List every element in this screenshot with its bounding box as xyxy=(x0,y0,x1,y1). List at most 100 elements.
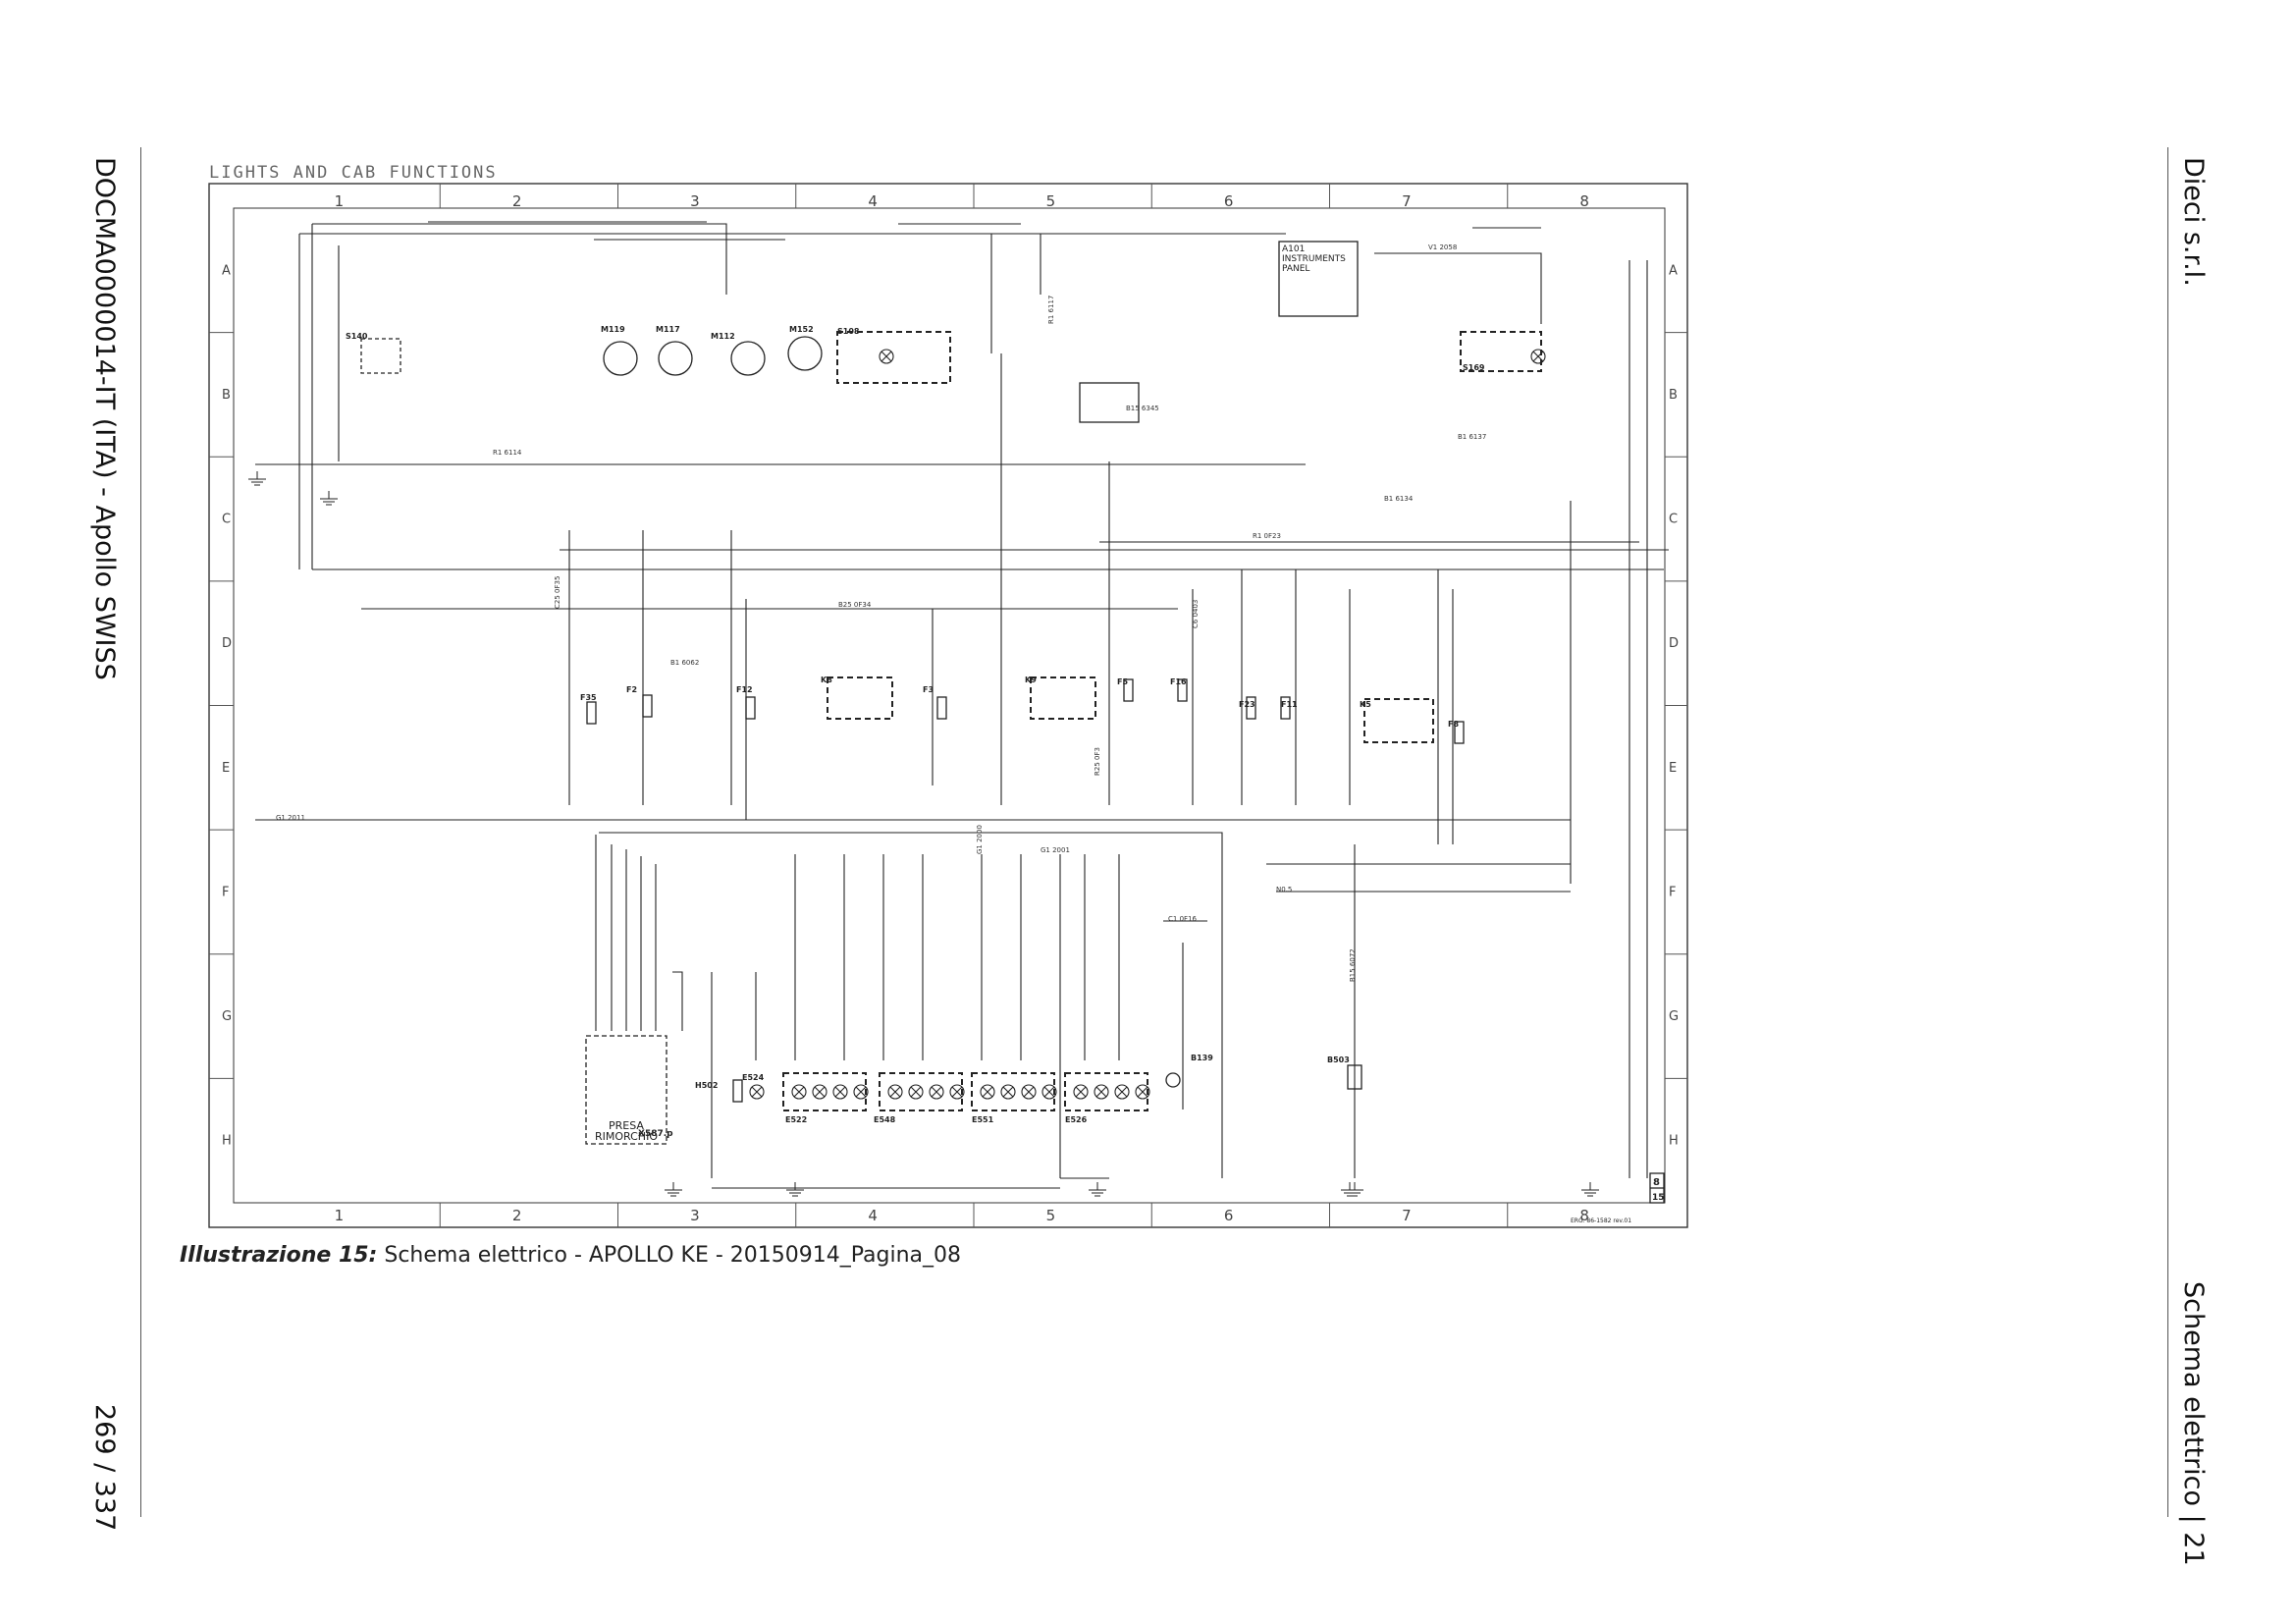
row-label-left: G xyxy=(222,1009,232,1024)
component-label: M112 xyxy=(711,332,735,341)
ground-symbol xyxy=(1341,1182,1359,1197)
wire-label: R1 6117 xyxy=(1047,296,1055,324)
ground-symbol xyxy=(248,471,266,486)
lamp-cross xyxy=(751,1086,763,1098)
caption-label: Illustrazione 15: xyxy=(180,1243,378,1268)
lamp-cross xyxy=(1023,1086,1035,1098)
component-label: E548 xyxy=(874,1115,896,1124)
lamp-cross xyxy=(1137,1086,1148,1098)
column-label-top: 7 xyxy=(1402,192,1412,210)
lamp-symbol xyxy=(929,1084,944,1100)
lamp-symbol xyxy=(980,1084,995,1100)
component-label: M152 xyxy=(789,325,814,334)
component-label: S108 xyxy=(837,327,860,336)
wire-label: B1 6134 xyxy=(1384,495,1414,503)
component-label: M119 xyxy=(601,325,625,334)
row-label-right: F xyxy=(1669,885,1676,899)
component-label: K9 xyxy=(1025,676,1037,684)
component-label: M117 xyxy=(656,325,680,334)
lamp-cross xyxy=(1075,1086,1087,1098)
left-margin-rule xyxy=(140,147,141,1517)
lamp-cross xyxy=(931,1086,942,1098)
lamp-cross xyxy=(793,1086,805,1098)
ground-symbol xyxy=(665,1182,682,1197)
lamp-cross xyxy=(1043,1086,1055,1098)
lamp-cross xyxy=(951,1086,963,1098)
component-label: K5 xyxy=(1360,700,1371,709)
panel-title-2: PANEL xyxy=(1282,264,1309,274)
figure-caption: Illustrazione 15: Schema elettrico - APO… xyxy=(180,1243,961,1268)
row-label-right: G xyxy=(1669,1009,1679,1024)
wire-label: G1 2001 xyxy=(1041,846,1070,854)
lamp-cross xyxy=(814,1086,826,1098)
row-label-left: E xyxy=(222,761,230,776)
wire-label: V1 2058 xyxy=(1428,244,1457,251)
component-label: F12 xyxy=(736,685,753,694)
component-label: F23 xyxy=(1239,700,1255,709)
lamp-symbol xyxy=(1073,1084,1089,1100)
ground-symbol xyxy=(1581,1182,1599,1197)
column-label-bottom: 5 xyxy=(1046,1207,1056,1224)
column-label-bottom: 8 xyxy=(1579,1207,1589,1224)
components xyxy=(360,241,1665,1204)
row-label-right: D xyxy=(1669,636,1679,651)
lamp-cross xyxy=(889,1086,901,1098)
ground-symbol xyxy=(1089,1182,1106,1197)
column-label-bottom: 7 xyxy=(1402,1207,1412,1224)
row-label-right: H xyxy=(1669,1134,1679,1149)
sheet-total: 15 xyxy=(1652,1193,1665,1203)
component-label: E526 xyxy=(1065,1115,1088,1124)
row-label-left: A xyxy=(222,263,231,278)
wiring-lines xyxy=(255,221,1669,1189)
ground-symbol xyxy=(1346,1182,1363,1197)
lamp-symbol xyxy=(791,1084,807,1100)
component-label: K8 xyxy=(821,676,832,684)
wire-label: B1 6137 xyxy=(1458,433,1486,441)
lamp-cross xyxy=(910,1086,922,1098)
caption-text: Schema elettrico - APOLLO KE - 20150914_… xyxy=(377,1243,962,1268)
wire-label: B1 6062 xyxy=(670,659,699,667)
component-label: H502 xyxy=(695,1081,718,1090)
component-label: E524 xyxy=(742,1073,765,1082)
trailer-label-1: PRESA xyxy=(609,1119,644,1132)
column-label-bottom: 6 xyxy=(1224,1207,1234,1224)
wire-label: C6 0403 xyxy=(1192,600,1200,628)
wire-label: R1 0F23 xyxy=(1253,532,1281,540)
panel-title-1: INSTRUMENTS xyxy=(1282,254,1346,264)
lamp-symbol xyxy=(879,349,894,364)
wire-label: R1 6114 xyxy=(493,449,522,457)
component-label: F5 xyxy=(1117,677,1128,686)
row-label-right: B xyxy=(1669,388,1678,403)
column-label-bottom: 3 xyxy=(690,1207,700,1224)
column-label-bottom: 4 xyxy=(868,1207,878,1224)
component-label: F2 xyxy=(626,685,637,694)
row-label-left: F xyxy=(222,885,229,899)
row-label-left: D xyxy=(222,636,232,651)
column-label-top: 4 xyxy=(868,192,878,210)
column-label-top: 6 xyxy=(1224,192,1234,210)
component-label: F16 xyxy=(1170,677,1187,686)
lamp-cross xyxy=(1532,351,1544,362)
lamp-symbol xyxy=(1000,1084,1016,1100)
row-label-right: A xyxy=(1669,263,1678,278)
lamp-cross xyxy=(982,1086,993,1098)
wire-label: N0.5 xyxy=(1276,886,1292,893)
component-label: F35 xyxy=(580,693,597,702)
column-label-top: 3 xyxy=(690,192,700,210)
lamp-cross xyxy=(834,1086,846,1098)
lamp-symbol xyxy=(908,1084,924,1100)
lamp-symbol xyxy=(1021,1084,1037,1100)
sheet-number: 8 xyxy=(1653,1177,1660,1188)
column-label-top: 2 xyxy=(512,192,522,210)
right-margin-rule xyxy=(2167,147,2168,1517)
wire-label: C25 0F35 xyxy=(554,576,561,609)
trailer-ref: X587.p xyxy=(638,1129,673,1139)
component-label: E551 xyxy=(972,1115,994,1124)
lamp-symbol xyxy=(1530,349,1546,364)
lamp-symbol xyxy=(853,1084,869,1100)
drawing-frame xyxy=(208,183,1688,1228)
component-label: B503 xyxy=(1327,1056,1350,1064)
component-label: S140 xyxy=(346,332,368,341)
row-label-right: C xyxy=(1669,513,1678,527)
wire-label: B15 6072 xyxy=(1349,948,1357,982)
